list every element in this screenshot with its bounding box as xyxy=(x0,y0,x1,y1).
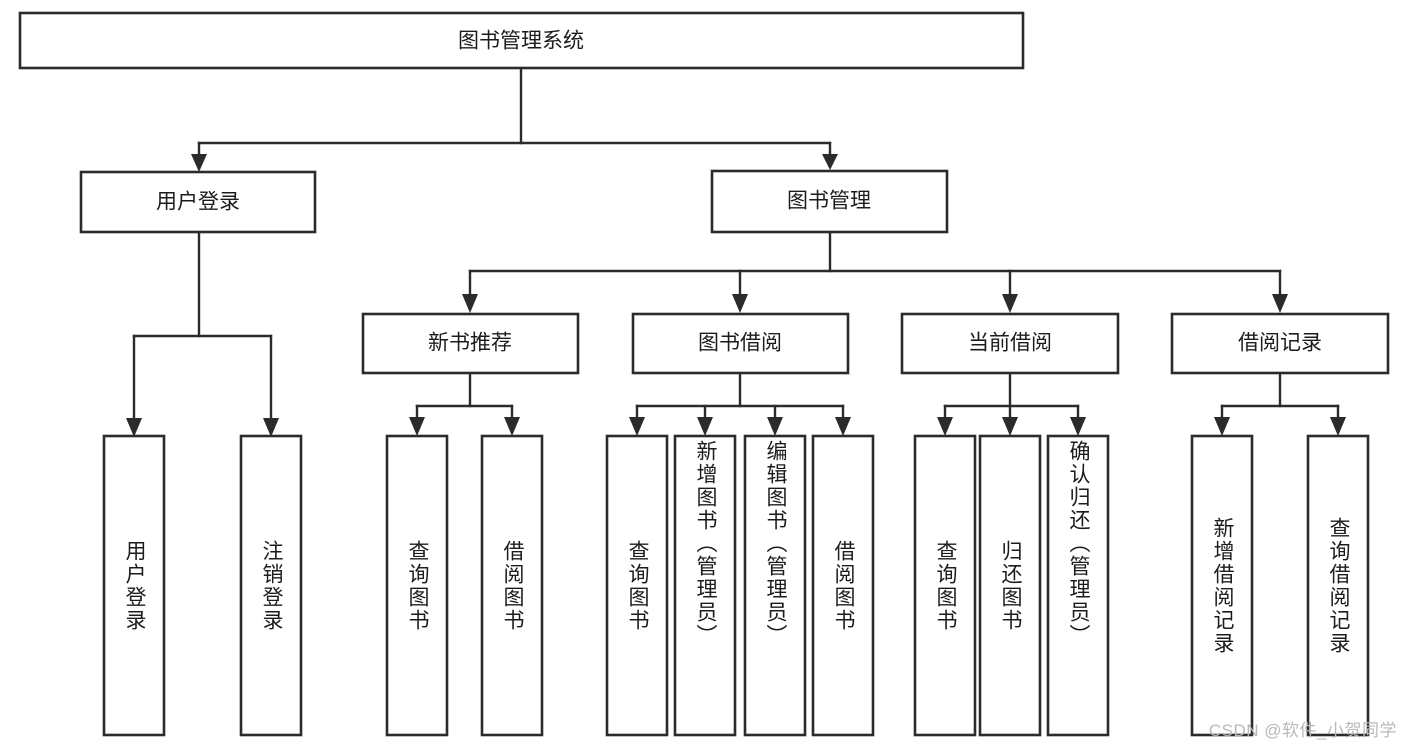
leaf-new-book-0-label: 查询图书 xyxy=(406,539,430,632)
leaf-current-borrow-0-label: 查询图书 xyxy=(934,539,958,632)
connector-bookborrow-to-leaves xyxy=(629,371,851,436)
leaf-new-book-1-label-wrap: 借阅图书 xyxy=(482,436,542,735)
leaf-book-borrow-0[interactable] xyxy=(605,434,669,737)
arrow-head-icon xyxy=(629,417,645,436)
leaf-current-borrow-2-label-wrap: 确认归还（管理员） xyxy=(1048,440,1108,731)
connector-userlogin-to-leaves xyxy=(126,230,279,437)
leaf-current-borrow-2[interactable] xyxy=(1046,434,1110,737)
leaf-borrow-record-1-label: 查询借阅记录 xyxy=(1327,516,1351,655)
arrow-head-icon xyxy=(1330,417,1346,436)
connector-borrowrecord-to-leaves xyxy=(1214,371,1346,436)
leaf-book-borrow-2[interactable] xyxy=(743,434,807,737)
arrow-head-icon xyxy=(263,418,279,437)
arrow-head-icon xyxy=(126,418,142,437)
leaf-book-borrow-2-label-wrap: 编辑图书（管理员） xyxy=(745,440,805,731)
leaf-current-borrow-1-label: 归还图书 xyxy=(999,539,1023,632)
arrow-head-icon xyxy=(1214,417,1230,436)
node-root[interactable] xyxy=(18,11,1025,70)
leaf-borrow-record-0-label: 新增借阅记录 xyxy=(1211,516,1235,655)
node-book-borrow-label: 图书借阅 xyxy=(698,332,782,355)
leaf-book-borrow-3[interactable] xyxy=(811,434,875,737)
arrow-head-icon xyxy=(462,294,478,313)
node-borrow-record-label: 借阅记录 xyxy=(1238,332,1322,355)
leaf-book-borrow-0-label-wrap: 查询图书 xyxy=(607,436,667,735)
leaf-new-book-1[interactable] xyxy=(480,434,544,737)
leaf-user-login-0[interactable] xyxy=(102,434,166,737)
leaf-current-borrow-0-label-wrap: 查询图书 xyxy=(915,436,975,735)
arrow-head-icon xyxy=(191,154,207,172)
leaf-borrow-record-0[interactable] xyxy=(1190,434,1254,737)
arrow-head-icon xyxy=(937,417,953,436)
arrow-head-icon xyxy=(1002,294,1018,313)
leaf-book-borrow-3-label-wrap: 借阅图书 xyxy=(813,436,873,735)
node-current-borrow-label: 当前借阅 xyxy=(968,332,1052,355)
node-current-borrow[interactable] xyxy=(900,312,1120,375)
connector-newbook-to-leaves xyxy=(409,371,520,436)
leaf-book-borrow-1[interactable] xyxy=(673,434,737,737)
node-user-login-label: 用户登录 xyxy=(156,191,240,214)
connector-bookmgmt-to-level3 xyxy=(462,230,1288,313)
leaf-user-login-1-label-wrap: 注销登录 xyxy=(241,436,301,735)
arrow-head-icon xyxy=(835,417,851,436)
node-new-book-recommend-label: 新书推荐 xyxy=(428,332,512,355)
node-borrow-record[interactable] xyxy=(1170,312,1390,375)
leaf-current-borrow-2-label: 确认归还（管理员） xyxy=(1067,440,1091,647)
leaf-book-borrow-2-label: 编辑图书（管理员） xyxy=(764,440,788,647)
node-book-borrow[interactable] xyxy=(631,312,850,375)
leaf-user-login-0-label-wrap: 用户登录 xyxy=(104,436,164,735)
arrow-head-icon xyxy=(732,294,748,313)
leaf-user-login-0-label: 用户登录 xyxy=(123,539,147,632)
leaf-user-login-1[interactable] xyxy=(239,434,303,737)
leaf-new-book-1-label: 借阅图书 xyxy=(501,539,525,632)
node-root-label: 图书管理系统 xyxy=(458,30,584,53)
leaf-current-borrow-0[interactable] xyxy=(913,434,977,737)
leaf-new-book-0[interactable] xyxy=(385,434,449,737)
leaf-borrow-record-1[interactable] xyxy=(1306,434,1370,737)
connector-root-to-level2 xyxy=(191,66,838,172)
arrow-head-icon xyxy=(409,417,425,436)
arrow-head-icon xyxy=(822,154,838,170)
leaf-user-login-1-label: 注销登录 xyxy=(260,539,284,632)
leaf-book-borrow-3-label: 借阅图书 xyxy=(832,539,856,632)
node-new-book-recommend[interactable] xyxy=(361,312,580,375)
watermark: CSDN @软件_小贺同学 xyxy=(1208,721,1397,740)
leaf-current-borrow-1-label-wrap: 归还图书 xyxy=(980,436,1040,735)
leaf-current-borrow-1[interactable] xyxy=(978,434,1042,737)
leaf-book-borrow-1-label: 新增图书（管理员） xyxy=(694,440,718,647)
leaf-borrow-record-0-label-wrap: 新增借阅记录 xyxy=(1192,436,1252,735)
node-book-management-label: 图书管理 xyxy=(787,190,871,213)
leaf-book-borrow-1-label-wrap: 新增图书（管理员） xyxy=(675,440,735,731)
arrow-head-icon xyxy=(1070,417,1086,436)
node-book-management[interactable] xyxy=(710,169,949,234)
connector-currentborrow-to-leaves xyxy=(937,371,1086,436)
leaf-book-borrow-0-label: 查询图书 xyxy=(626,539,650,632)
arrow-head-icon xyxy=(1272,294,1288,313)
arrow-head-icon xyxy=(697,417,713,436)
arrow-head-icon xyxy=(1002,417,1018,436)
leaf-borrow-record-1-label-wrap: 查询借阅记录 xyxy=(1308,436,1368,735)
arrow-head-icon xyxy=(504,417,520,436)
node-user-login[interactable] xyxy=(79,170,317,234)
arrow-head-icon xyxy=(767,417,783,436)
leaf-new-book-0-label-wrap: 查询图书 xyxy=(387,436,447,735)
